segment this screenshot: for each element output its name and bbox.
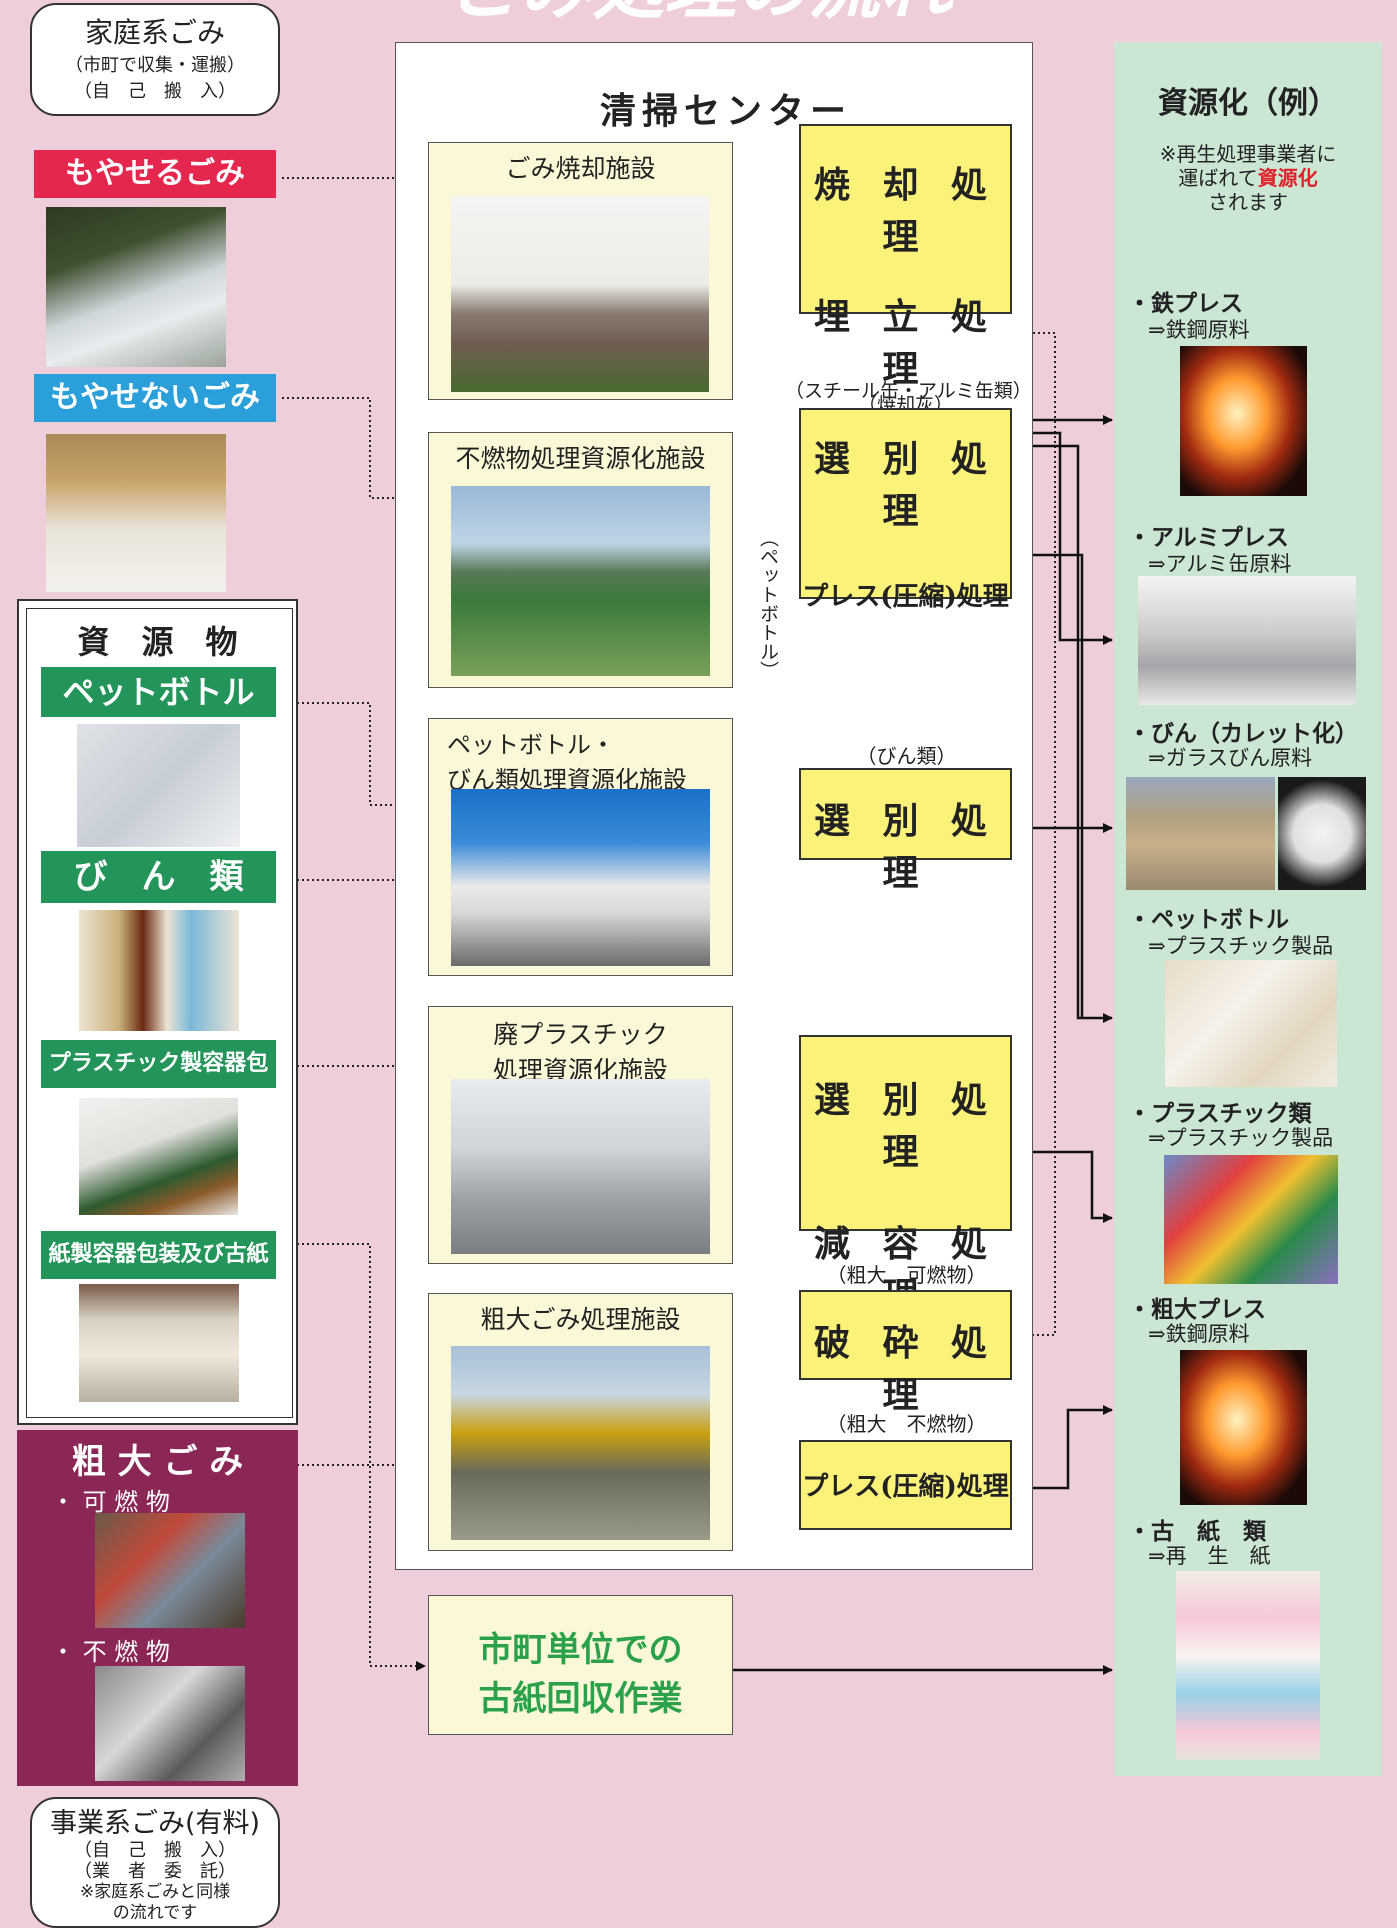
burnable-waste-label: もやせるごみ [34, 150, 276, 198]
recycle-item-sub: ⇒再 生 紙 [1148, 1544, 1271, 1568]
pet-bottle-photo [77, 724, 240, 847]
paper-collection-box: 市町単位での 古紙回収作業 [428, 1595, 733, 1735]
sort-bottles-box: 選 別 処 理 [799, 768, 1012, 894]
recycling-note-carried: 運ばれて [1178, 166, 1258, 190]
incinerate-landfill-box: 焼 却 処 理 埋 立 処 理 （焼却灰） [799, 124, 1012, 416]
recycling-note-line-1: ※再生処理事業者に [1159, 142, 1337, 166]
recycling-note-line-2: 運ばれて資源化 [1114, 166, 1382, 190]
aluminum-press-photo [1138, 576, 1356, 705]
incinerate-process: 焼 却 処 理 [813, 164, 998, 258]
recycle-item-name: ・びん（カレット化） [1128, 720, 1358, 747]
business-title: 事業系ごみ(有料) [49, 1808, 261, 1839]
glass-bottles-label: び ん 類 [41, 851, 276, 903]
recycling-title: 資源化（例） [1158, 86, 1338, 121]
bulky-burnable-note: （粗大 可燃物） [826, 1263, 987, 1287]
bulky-nonburnable-photo [95, 1666, 245, 1781]
cullet-photo [1126, 777, 1275, 890]
business-note-1: ※家庭系ごみと同様 [79, 1882, 231, 1902]
pet-glass-facility-name-1: ペットボトル・ [447, 731, 615, 759]
household-waste-box: 家庭系ごみ （市町で収集・運搬） （自 己 搬 入） [30, 3, 280, 116]
business-note-2: の流れです [112, 1903, 198, 1923]
nonburnable-waste-photo [46, 434, 226, 592]
cullet-closeup-photo [1278, 777, 1366, 890]
sort-reduce-box: 選 別 処 理 減 容 処 理 [799, 1035, 1012, 1317]
recycled-paper-photo [1176, 1571, 1320, 1760]
glass-bottles-photo [79, 910, 239, 1031]
bulky-burnable-label: ・ 可 燃 物 [51, 1488, 170, 1516]
paper-collection-line-2: 古紙回収作業 [478, 1679, 683, 1719]
business-contractor: （業 者 委 託） [74, 1861, 236, 1882]
sort-process-3: 選 別 処 理 [813, 1079, 998, 1173]
bulky-nonburnable-label: ・ 不 燃 物 [51, 1638, 170, 1666]
recycling-note-highlight: 資源化 [1257, 166, 1318, 190]
plastic-facility-photo [451, 1079, 710, 1254]
bulky-nonburnable-note: （粗大 不燃物） [826, 1412, 987, 1436]
pet-product-photo [1165, 960, 1337, 1087]
recycle-item-name: ・粗大プレス [1128, 1296, 1266, 1323]
press-bulky-box: プレス(圧縮)処理 [799, 1440, 1012, 1530]
sort-press-box: 選 別 処 理 プレス(圧縮)処理 [799, 408, 1012, 612]
crush-box: 破 砕 処 理 [799, 1290, 1012, 1416]
pet-glass-facility-photo [451, 789, 710, 966]
nonburnable-facility-name: 不燃物処理資源化施設 [455, 444, 706, 473]
sort-process-1: 選 別 処 理 [813, 438, 998, 532]
recycle-item-name: ・ペットボトル [1128, 906, 1289, 933]
bulky-waste-title: 粗 大 ご み [71, 1442, 244, 1482]
landfill-process: 埋 立 処 理 [813, 296, 998, 390]
paper-packaging-photo [79, 1284, 239, 1402]
recycle-item-sub: ⇒プラスチック製品 [1148, 934, 1334, 958]
sort-process-2: 選 別 処 理 [813, 800, 998, 894]
nonburnable-facility-photo [451, 486, 710, 676]
plastic-products-photo [1164, 1155, 1338, 1284]
nonburnable-waste-label: もやせないごみ [34, 374, 276, 422]
recycle-item-sub: ⇒鉄鋼原料 [1148, 1322, 1250, 1346]
pet-bottle-label: ペットボトル [41, 667, 276, 717]
recycle-item-name: ・アルミプレス [1128, 524, 1289, 551]
recycle-item-sub: ⇒鉄鋼原料 [1148, 318, 1250, 342]
incinerator-photo [451, 196, 709, 392]
cans-note: （スチール缶・アルミ缶類） [785, 380, 1032, 402]
household-self-delivery-note: （自 己 搬 入） [74, 81, 236, 102]
pet-vertical-note: （ペットボトル） [757, 528, 779, 680]
recycling-note: ※再生処理事業者に 運ばれて資源化 されます [1114, 142, 1382, 214]
resources-title: 資 源 物 [77, 623, 238, 661]
plastic-packaging-label: プラスチック製容器包装 [41, 1040, 276, 1124]
header-title: ごみ処理の流れ [400, 0, 1000, 22]
burnable-waste-photo [46, 207, 226, 367]
recycle-item-sub: ⇒ガラスびん原料 [1148, 746, 1313, 770]
bulky-facility-name: 粗大ごみ処理施設 [480, 1305, 681, 1334]
bulky-facility-photo [451, 1346, 710, 1540]
press-process-1: プレス(圧縮)処理 [802, 582, 1009, 612]
press-process-2: プレス(圧縮)処理 [802, 1472, 1009, 1502]
recycle-item-sub: ⇒プラスチック製品 [1148, 1126, 1334, 1150]
iron-press-photo [1180, 346, 1307, 496]
bottles-note: （びん類） [856, 744, 957, 768]
paper-collection-line-1: 市町単位での [478, 1630, 683, 1670]
recycle-item-name: ・古 紙 類 [1128, 1518, 1266, 1545]
household-title: 家庭系ごみ [84, 16, 225, 49]
business-self-delivery: （自 己 搬 入） [74, 1840, 236, 1861]
household-collection-note: （市町で収集・運搬） [65, 55, 245, 76]
plastic-facility-name-1: 廃プラスチック [493, 1020, 668, 1049]
incinerator-facility-name: ごみ焼却施設 [505, 154, 656, 183]
crush-process: 破 砕 処 理 [813, 1322, 998, 1416]
bulky-press-photo [1180, 1350, 1307, 1505]
business-waste-box: 事業系ごみ(有料) （自 己 搬 入） （業 者 委 託） ※家庭系ごみと同様 … [30, 1797, 280, 1928]
reduce-process: 減 容 処 理 [813, 1223, 998, 1317]
plastic-packaging-photo [79, 1098, 238, 1215]
recycle-item-name: ・プラスチック類 [1128, 1100, 1312, 1127]
recycle-item-sub: ⇒アルミ缶原料 [1148, 552, 1292, 576]
paper-packaging-label: 紙製容器包装及び古紙類 [41, 1231, 276, 1315]
recycling-note-line-3: されます [1208, 190, 1288, 214]
bulky-burnable-photo [95, 1513, 245, 1628]
recycle-item-name: ・鉄プレス [1128, 290, 1243, 317]
